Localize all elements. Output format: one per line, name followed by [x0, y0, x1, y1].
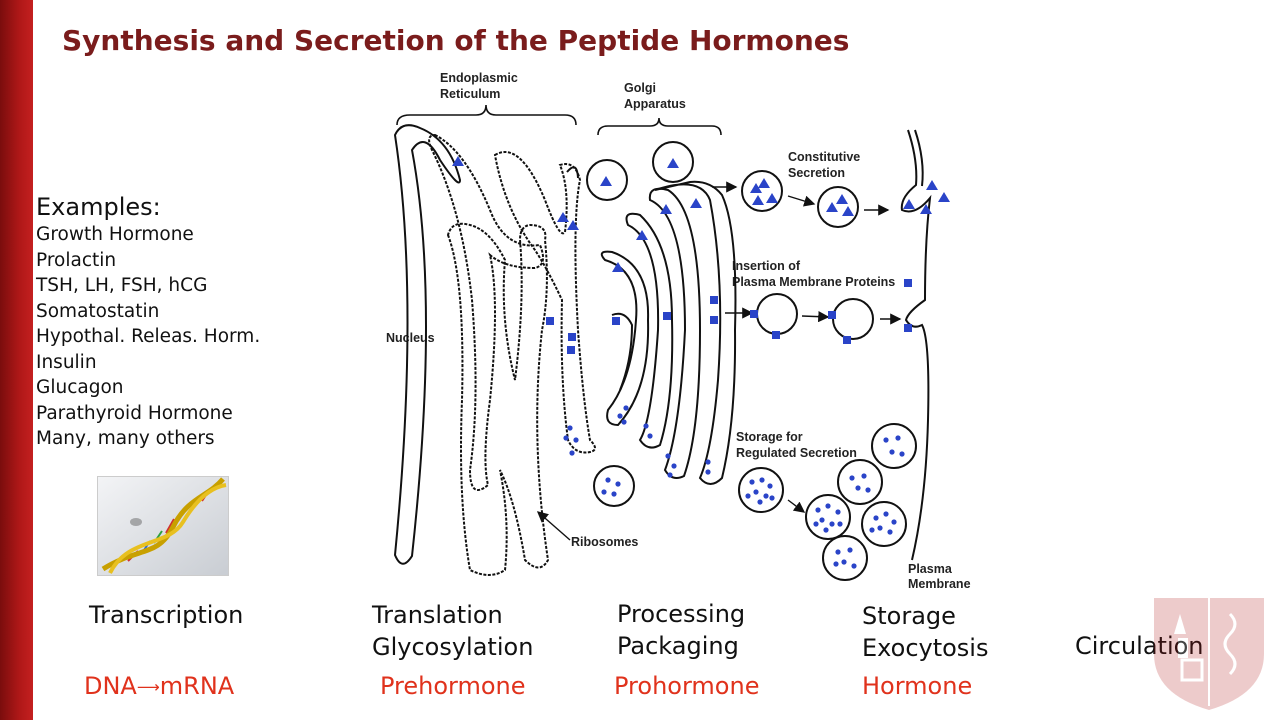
- slide-title: Synthesis and Secretion of the Peptide H…: [62, 24, 850, 57]
- example-item: Parathyroid Hormone: [36, 402, 233, 424]
- constitutive-label-line2: Secretion: [788, 166, 845, 180]
- er-cisterna-outer: [393, 124, 462, 565]
- golgi-cisterna-4: [654, 180, 737, 485]
- storage-granule-3: [837, 459, 883, 505]
- step-translation: Translation Glycosylation: [372, 599, 533, 663]
- storage-granule-6: [822, 535, 868, 581]
- storage-granule-4: [871, 423, 917, 469]
- product-dna: DNA: [84, 672, 137, 700]
- golgi-label-line1: Golgi: [624, 81, 656, 95]
- storage-granule-1: [738, 467, 784, 513]
- step-circulation: Circulation: [1075, 630, 1204, 662]
- step-processing: Processing Packaging: [617, 598, 745, 662]
- peptide-secretion-pathway-diagram: Endoplasmic Reticulum Golgi Apparatus Nu…: [386, 71, 971, 591]
- storage-label-line1: Storage for: [736, 430, 803, 444]
- storage-granule-5: [861, 501, 907, 547]
- insertion-label-line1: Insertion of: [732, 259, 801, 273]
- product-hormone: Hormone: [862, 672, 973, 700]
- example-item: Hypothal. Releas. Horm.: [36, 326, 261, 347]
- step-circulation-label: Circulation: [1075, 632, 1204, 660]
- arrow-right-icon: ⟶: [136, 677, 160, 697]
- storage-label-line2: Regulated Secretion: [736, 446, 857, 460]
- examples-heading: Examples:: [36, 193, 161, 221]
- membrane-label-line2: Membrane: [908, 577, 971, 591]
- constitutive-label-line1: Constitutive: [788, 150, 860, 164]
- example-item: Insulin: [36, 351, 97, 373]
- golgi-vesicle: [652, 141, 694, 183]
- step-transcription: Transcription: [89, 599, 243, 631]
- golgi-cisterna-1: [600, 250, 650, 427]
- golgi-cisterna-inner: [611, 312, 634, 391]
- step-transcription-label: Transcription: [89, 601, 244, 629]
- crest-logo: [1150, 594, 1268, 716]
- er-cisterna-4: [493, 151, 596, 454]
- product-prehormone: Prehormone: [380, 672, 526, 700]
- example-item: Somatostatin: [36, 300, 160, 322]
- example-item: Many, many others: [36, 428, 215, 449]
- storage-granule-2: [805, 494, 851, 540]
- ribosomes-label: Ribosomes: [571, 535, 638, 549]
- insertion-label-line2: Plasma Membrane Proteins: [732, 275, 895, 289]
- golgi-label-line2: Apparatus: [624, 97, 686, 111]
- product-mrna: mRNA: [159, 672, 235, 700]
- dna-helix-image: [97, 476, 229, 576]
- examples-list-panel: Examples: Growth Hormone Prolactin TSH, …: [36, 192, 336, 452]
- product-prohormone: Prohormone: [614, 672, 760, 700]
- er-bracket: [396, 104, 577, 126]
- left-accent-bar: [0, 0, 33, 720]
- membrane-protein-vesicle-2: [832, 298, 874, 340]
- example-item: Growth Hormone: [36, 224, 194, 245]
- step-translation-line1: Translation: [372, 601, 503, 629]
- example-item: Glucagon: [36, 377, 124, 398]
- product-dna-mrna: DNA⟶mRNA: [84, 672, 234, 700]
- constitutive-vesicle-1: [741, 170, 783, 212]
- golgi-vesicle-lower: [593, 465, 635, 507]
- step-storage: Storage Exocytosis: [862, 600, 988, 664]
- golgi-cisterna-2: [625, 212, 674, 449]
- er-label-line1: Endoplasmic: [440, 71, 518, 85]
- step-processing-line2: Packaging: [617, 632, 739, 660]
- example-item: Prolactin: [36, 249, 117, 271]
- examples-list: Growth Hormone Prolactin TSH, LH, FSH, h…: [36, 222, 336, 452]
- membrane-protein-vesicle-1: [756, 293, 798, 335]
- er-label-line2: Reticulum: [440, 87, 500, 101]
- membrane-label-line1: Plasma: [908, 562, 953, 576]
- step-storage-line1: Storage: [862, 602, 956, 630]
- step-translation-line2: Glycosylation: [372, 633, 534, 661]
- constitutive-vesicle-2: [817, 186, 859, 228]
- er-vesicle: [586, 159, 628, 201]
- golgi-bracket: [597, 117, 722, 136]
- step-storage-line2: Exocytosis: [862, 634, 989, 662]
- example-item: TSH, LH, FSH, hCG: [36, 275, 208, 296]
- er-cisterna-2: [428, 133, 545, 491]
- nucleus-label: Nucleus: [386, 331, 435, 345]
- step-processing-line1: Processing: [617, 600, 746, 628]
- golgi-cisterna-3: [648, 187, 702, 479]
- er-cisterna-3: [446, 222, 550, 576]
- plasma-membrane: [900, 129, 932, 561]
